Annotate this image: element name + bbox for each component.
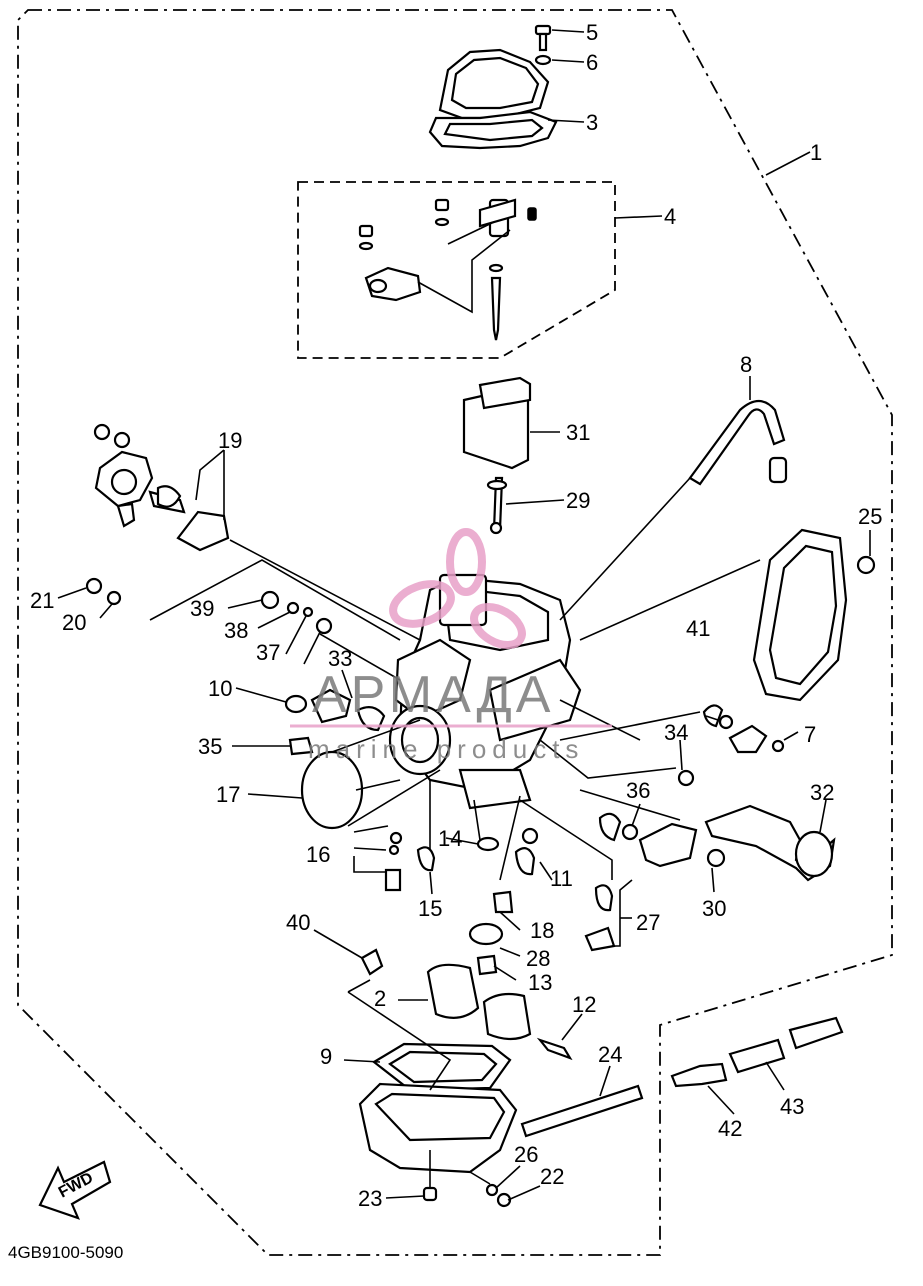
jets-group <box>384 827 616 952</box>
callout-20: 20 <box>62 610 86 635</box>
callout-leaders <box>57 29 871 1201</box>
callout-34: 34 <box>664 720 688 745</box>
callout-22: 22 <box>540 1164 564 1189</box>
callout-19: 19 <box>218 428 242 453</box>
callout-26: 26 <box>514 1142 538 1167</box>
assembly-leader-lines <box>149 477 761 1188</box>
callout-numbers: 1234567891011121314151617181920212223242… <box>30 20 882 1211</box>
callout-3: 3 <box>586 110 598 135</box>
callout-15: 15 <box>418 896 442 921</box>
float-group <box>360 922 573 1061</box>
fitting-42-43-group <box>670 1016 844 1088</box>
callout-36: 36 <box>626 778 650 803</box>
callout-12: 12 <box>572 992 596 1017</box>
callout-17: 17 <box>216 782 240 807</box>
callout-16: 16 <box>306 842 330 867</box>
callout-42: 42 <box>718 1116 742 1141</box>
callout-28: 28 <box>526 946 550 971</box>
needle-assembly-group <box>358 198 537 341</box>
callout-41: 41 <box>686 616 710 641</box>
callout-23: 23 <box>358 1186 382 1211</box>
callout-7: 7 <box>804 722 816 747</box>
callout-10: 10 <box>208 676 232 701</box>
callout-38: 38 <box>224 618 248 643</box>
watermark-tagline: marine products <box>308 734 584 764</box>
callout-30: 30 <box>702 896 726 921</box>
callout-14: 14 <box>438 826 462 851</box>
callout-5: 5 <box>586 20 598 45</box>
callout-13: 13 <box>528 970 552 995</box>
callout-4: 4 <box>664 204 676 229</box>
callout-43: 43 <box>780 1094 804 1119</box>
callout-25: 25 <box>858 504 882 529</box>
propeller-logo <box>389 528 526 649</box>
callout-40: 40 <box>286 910 310 935</box>
callout-35: 35 <box>198 734 222 759</box>
callout-8: 8 <box>740 352 752 377</box>
left-parts-group <box>260 590 386 756</box>
plunger-group <box>598 704 836 882</box>
callout-11: 11 <box>550 866 573 891</box>
callout-24: 24 <box>598 1042 622 1067</box>
pump-group <box>85 423 230 606</box>
callout-21: 21 <box>30 588 54 613</box>
watermark: АРМАДА marine products <box>290 528 612 764</box>
side-cover-group <box>752 528 876 702</box>
throttle-slide-group <box>462 376 532 535</box>
callout-1: 1 <box>810 140 822 165</box>
callout-39: 39 <box>190 596 214 621</box>
callout-32: 32 <box>810 780 834 805</box>
assembly-boundary <box>17 9 893 1256</box>
callout-37: 37 <box>256 640 280 665</box>
float-bowl-group <box>358 1042 518 1208</box>
callout-33: 33 <box>328 646 352 671</box>
callout-6: 6 <box>586 50 598 75</box>
callout-18: 18 <box>530 918 554 943</box>
carburetor-body <box>388 573 582 810</box>
fwd-arrow: FWD <box>38 1160 112 1220</box>
top-cover-group <box>428 24 558 150</box>
callout-27: 27 <box>636 910 660 935</box>
callout-29: 29 <box>566 488 590 513</box>
vent-hose-end <box>768 456 788 484</box>
callout-9: 9 <box>320 1044 332 1069</box>
watermark-brand: АРМАДА <box>312 666 554 724</box>
vent-hose <box>688 399 786 486</box>
part-code: 4GB9100-5090 <box>8 1243 123 1262</box>
callout-31: 31 <box>566 420 590 445</box>
callout-2: 2 <box>374 986 386 1011</box>
subassembly-box-4 <box>297 181 616 359</box>
hose-24 <box>520 1084 644 1138</box>
